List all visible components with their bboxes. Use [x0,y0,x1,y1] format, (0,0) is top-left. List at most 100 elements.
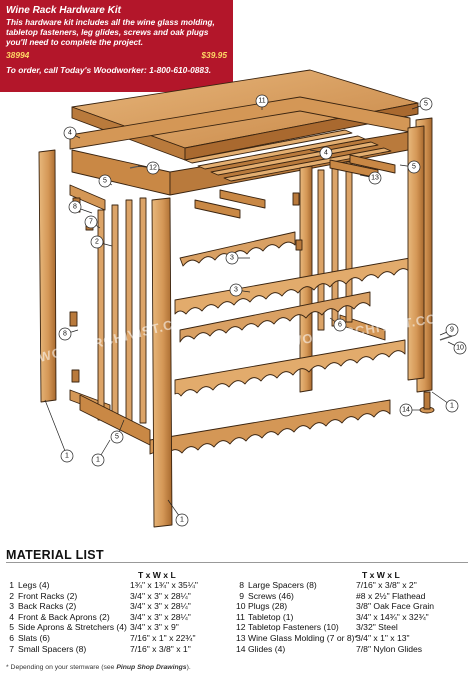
material-num: 6 [9,632,14,643]
callout-bubble [90,235,104,249]
callout-number: 11 [258,98,265,105]
front-leg-left [151,197,173,528]
kit-title: Wine Rack Hardware Kit [6,5,121,16]
callout-bubble [98,174,112,188]
material-dim: 3/32" Steel [356,622,398,633]
material-name: Back Racks (2) [18,601,77,612]
callout-bubble [419,97,433,111]
callout-number: 14 [402,407,410,414]
callout-bubble [175,513,189,527]
material-name: Small Spacers (8) [18,643,87,654]
material-name: Large Spacers (8) [248,580,317,590]
material-name: Front Racks (2) [18,590,78,601]
back-rack-lower [179,291,371,343]
material-num: 2 [9,590,14,601]
kit-description: This hardware kit includes all the wine … [6,18,215,48]
callout-bubble [368,171,382,185]
material-dim: 3/4" x 3" x 9" [130,622,179,633]
side-dividers-left [97,197,147,424]
callout-number: 2 [95,239,99,246]
callout-bubble [225,251,239,265]
callout-number: 6 [338,322,342,329]
material-list-divider [6,562,468,563]
callout-number: 9 [450,327,454,334]
material-name: Wine Glass Molding (7 or 8)* [248,632,358,643]
material-dim: 3/4" x 3" x 28¼" [130,601,191,612]
material-dim: 7/16" x 3/8" x 2" [356,580,417,590]
slats [184,129,392,182]
material-list-title: MATERIAL LIST [6,548,104,562]
callout-number: 8 [73,204,77,211]
callout-number: 4 [68,130,72,137]
callout-number: 12 [149,165,157,172]
kit-price-row: 38994 $39.95 [6,50,227,61]
material-dim: 3/4" x 3" x 28¼" [130,611,191,622]
callout-number: 3 [230,255,234,262]
material-name: Slats (6) [18,632,50,643]
front-leg-right-far [407,125,425,381]
material-name: Tabletop Fasteners (10) [248,622,339,633]
back-leg-left [38,149,57,403]
material-num: 10 [236,601,246,612]
callout-number: 13 [371,175,379,182]
material-num: 14 [236,643,246,654]
material-list-footnote: * Depending on your stemware (see Pinup … [6,664,191,671]
material-dim: #8 x 2½" Flathead [356,590,426,601]
callout-bubble [146,161,160,175]
material-num: 9 [239,590,244,601]
material-name: Side Aprons & Stretchers (4) [18,622,127,633]
material-dim: 7/16" x 3/8" x 1" [130,643,191,654]
front-rack-upper [174,257,411,315]
callout-number: 5 [103,178,107,185]
callout-bubble [68,200,82,214]
callout-bubble [229,283,243,297]
kit-price: $39.95 [201,49,227,60]
callout-number: 5 [424,101,428,108]
material-row: 7 Small Spacers (8) 7/16" x 3/8" x 1" [6,644,232,655]
callout-number: 4 [324,150,328,157]
column-header: T x W x L [362,570,400,580]
callout-bubble [333,318,347,332]
kit-order-info: To order, call Today's Woodworker: 1-800… [6,64,212,75]
material-dim: 3/4" x 1" x 13" [356,632,410,643]
callout-number: 1 [450,403,454,410]
callout-bubble [453,341,467,355]
material-dim: 1¾" x 1¾" x 35¼" [130,580,198,590]
callout-number: 1 [96,457,100,464]
material-num: 7 [9,643,14,654]
material-num: 12 [236,622,246,633]
kit-item-number: 38994 [6,49,30,60]
side-dividers-right [317,161,353,331]
hardware-kit-box: Wine Rack Hardware Kit This hardware kit… [0,0,233,92]
side-apron-left [69,184,106,211]
callout-bubble [445,399,459,413]
callout-bubble [255,94,269,108]
callout-number: 1 [180,517,184,524]
material-name: Plugs (28) [248,601,288,612]
material-list-right: T x W x L 8 Large Spacers (8) 7/16" x 3/8"… [236,570,470,654]
callout-bubble [319,146,333,160]
callout-bubble [110,430,124,444]
back-rack-upper [179,231,296,267]
wine-glass-molding [194,154,396,219]
material-name: Screws (46) [248,590,294,601]
callout-number: 8 [63,331,67,338]
callout-bubble [407,160,421,174]
callout-bubble [63,126,77,140]
material-name: Legs (4) [18,580,50,590]
material-num: 8 [239,580,244,590]
callout-number: 5 [412,164,416,171]
callout-bubble [445,323,459,337]
callout-bubble [84,215,98,229]
callout-bubble [399,403,413,417]
